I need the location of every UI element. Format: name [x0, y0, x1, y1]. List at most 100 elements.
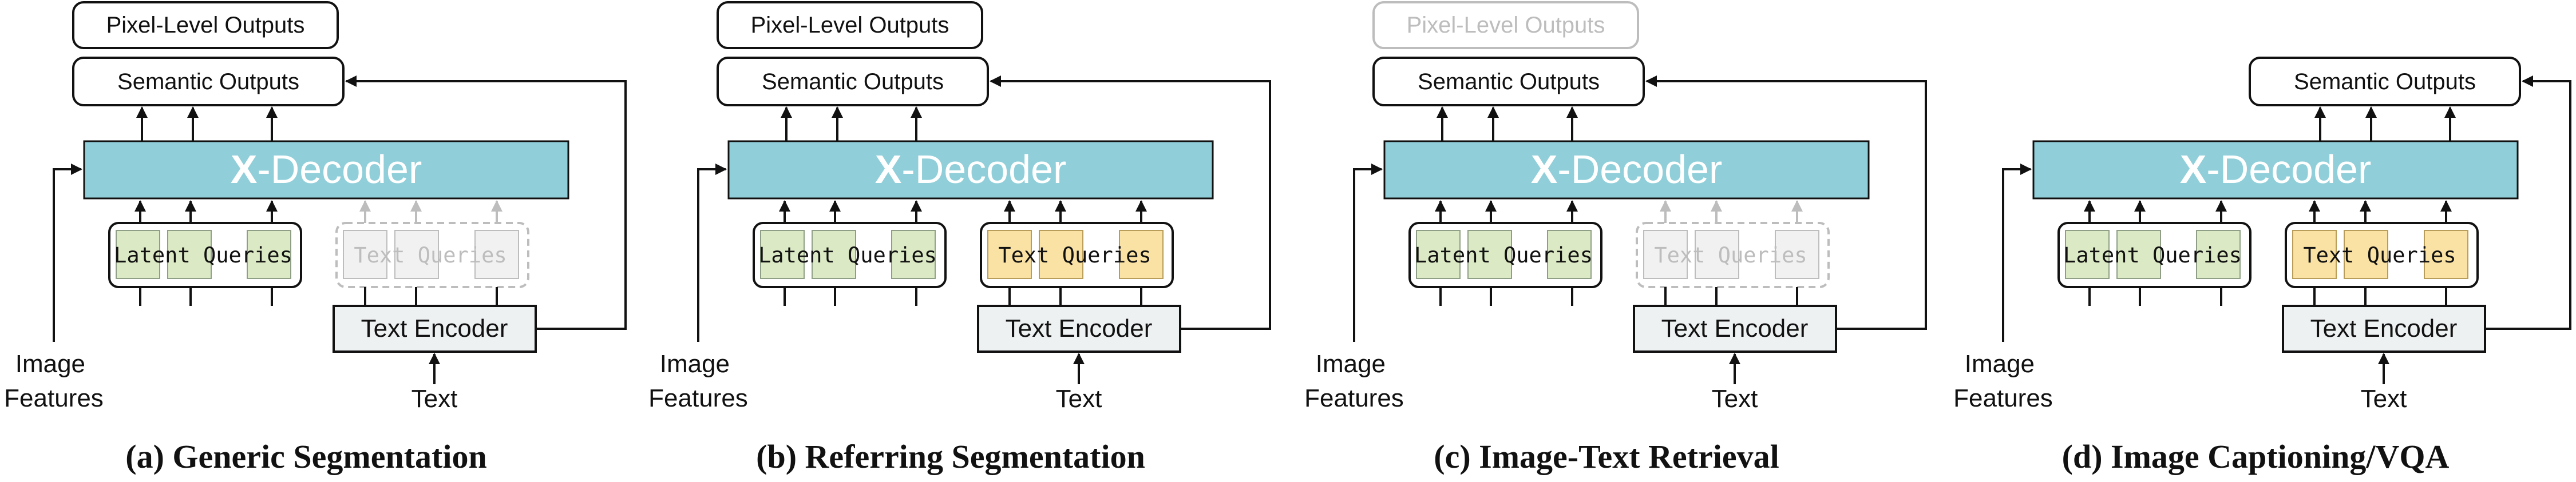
- text-query-arrows: [359, 200, 502, 223]
- image-features-label: Image Features: [1953, 350, 2053, 412]
- image-features-arrow: [53, 164, 82, 342]
- text-encoder-connectors: [2313, 287, 2447, 306]
- panel-a: Pixel-Level Outputs Semantic Outputs X-D…: [4, 1, 627, 475]
- pixel-level-outputs-label: Pixel-Level Outputs: [751, 13, 949, 38]
- pixel-level-outputs-box: [1372, 1, 1639, 49]
- image-features-arrow: [2002, 164, 2032, 342]
- panel-d: Semantic Outputs X-Decoder Latent Querie…: [1953, 57, 2571, 475]
- latent-query-cell: [1467, 230, 1512, 279]
- latent-queries-label: Latent Queries: [2063, 243, 2242, 268]
- text-query-cell: [2292, 230, 2337, 279]
- text-encoder-label: Text Encoder: [1006, 314, 1153, 342]
- x-decoder-box: [83, 140, 569, 200]
- latent-query-arrows: [779, 200, 922, 223]
- semantic-outputs-box: [72, 57, 345, 106]
- text-encoder-box: [333, 305, 537, 353]
- image-features-arrow: [1353, 164, 1383, 342]
- x-decoder-box: [2032, 140, 2519, 200]
- pixel-level-outputs-label: Pixel-Level Outputs: [106, 13, 305, 38]
- image-features-label: Image Features: [4, 350, 104, 412]
- image-features-label: Image Features: [648, 350, 748, 412]
- image-features-arrow: [697, 164, 727, 342]
- panel-caption: (b) Referring Segmentation: [756, 438, 1145, 475]
- text-query-arrows: [2309, 200, 2452, 223]
- latent-input-lines: [1439, 287, 1573, 306]
- semantic-outputs-box: [717, 57, 989, 106]
- latent-query-cell: [2116, 230, 2161, 279]
- x-decoder-label: X-Decoder: [875, 147, 1067, 192]
- latent-query-arrows: [2084, 200, 2227, 223]
- semantic-outputs-label: Semantic Outputs: [117, 69, 299, 94]
- text-encoder-label: Text Encoder: [1661, 314, 1809, 342]
- panel-caption: (d) Image Captioning/VQA: [2062, 438, 2450, 475]
- text-query-cell: [1775, 230, 1819, 279]
- latent-input-lines: [784, 287, 917, 306]
- x-decoder-label: X-Decoder: [1531, 147, 1723, 192]
- pixel-level-outputs-label: Pixel-Level Outputs: [1407, 13, 1605, 38]
- text-query-cell: [394, 230, 439, 279]
- text-input-label: Text: [2361, 385, 2407, 413]
- text-encoder-connectors: [1008, 287, 1142, 306]
- image-features-label: Image Features: [1304, 350, 1404, 412]
- text-to-semantic-arrow: [345, 75, 627, 330]
- text-query-cell: [1039, 230, 1083, 279]
- latent-query-cell: [891, 230, 936, 279]
- latent-queries-label: Latent Queries: [1414, 243, 1593, 268]
- semantic-outputs-label: Semantic Outputs: [2294, 69, 2476, 94]
- latent-query-cell: [2196, 230, 2241, 279]
- text-query-cell: [1643, 230, 1688, 279]
- text-queries-label: Text Queries: [2303, 243, 2456, 268]
- text-queries-label: Text Queries: [354, 243, 507, 268]
- panel-caption: (c) Image-Text Retrieval: [1434, 438, 1779, 475]
- text-query-cell: [1119, 230, 1164, 279]
- latent-input-lines: [139, 287, 273, 306]
- latent-query-arrows: [134, 200, 278, 223]
- latent-query-cell: [1416, 230, 1461, 279]
- text-encoder-label: Text Encoder: [2310, 314, 2458, 342]
- text-to-semantic-arrow: [2485, 75, 2571, 330]
- text-to-semantic-arrow: [1645, 75, 1927, 330]
- x-decoder-label: X-Decoder: [2180, 147, 2372, 192]
- text-encoder-label: Text Encoder: [361, 314, 508, 342]
- latent-query-cell: [247, 230, 291, 279]
- latent-queries-label: Latent Queries: [758, 243, 937, 268]
- text-query-arrows: [1004, 200, 1147, 223]
- x-decoder-box: [727, 140, 1214, 200]
- semantic-outputs-box: [2249, 57, 2521, 106]
- latent-query-cell: [116, 230, 160, 279]
- decoder-output-arrows: [1437, 106, 1578, 141]
- decoder-output-arrows: [136, 106, 278, 141]
- latent-input-lines: [2088, 287, 2222, 306]
- panel-caption: (a) Generic Segmentation: [125, 438, 486, 475]
- text-query-cell: [2424, 230, 2468, 279]
- semantic-outputs-label: Semantic Outputs: [762, 69, 944, 94]
- decoder-output-arrows: [781, 106, 922, 141]
- pixel-level-outputs-box: [72, 1, 339, 49]
- text-query-cell: [1695, 230, 1739, 279]
- text-query-arrows: [1660, 200, 1803, 223]
- text-queries-label: Text Queries: [1654, 243, 1807, 268]
- text-query-cell: [474, 230, 519, 279]
- text-to-semantic-arrow: [990, 75, 1271, 330]
- text-query-cell: [2344, 230, 2388, 279]
- text-input-label: Text: [1056, 385, 1102, 413]
- text-encoder-connectors: [364, 287, 498, 306]
- latent-query-cell: [167, 230, 212, 279]
- semantic-outputs-label: Semantic Outputs: [1418, 69, 1600, 94]
- latent-query-cell: [812, 230, 856, 279]
- latent-queries-label: Latent Queries: [114, 243, 292, 268]
- latent-query-arrows: [1435, 200, 1578, 223]
- text-input-label: Text: [1712, 385, 1758, 413]
- semantic-outputs-box: [1372, 57, 1645, 106]
- text-query-cell: [343, 230, 387, 279]
- latent-query-cell: [2065, 230, 2110, 279]
- decoder-output-arrows: [2314, 106, 2456, 141]
- panel-c: Pixel-Level Outputs Semantic Outputs X-D…: [1304, 1, 1927, 475]
- panel-b: Pixel-Level Outputs Semantic Outputs X-D…: [648, 1, 1271, 475]
- x-decoder-box: [1383, 140, 1870, 200]
- text-input-label: Text: [411, 385, 458, 413]
- text-queries-label: Text Queries: [998, 243, 1151, 268]
- text-encoder-box: [1633, 305, 1837, 353]
- pixel-level-outputs-box: [717, 1, 983, 49]
